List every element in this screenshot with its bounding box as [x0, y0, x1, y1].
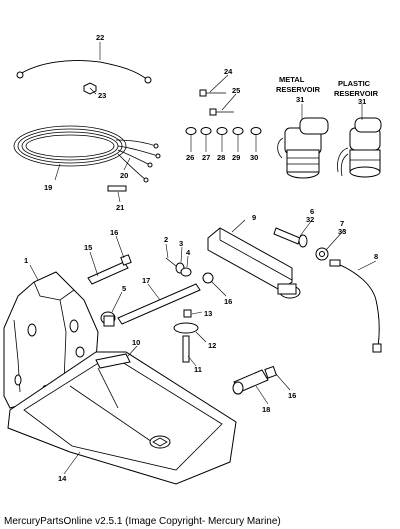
pin-part-2 [165, 257, 177, 267]
plastic-label-line1: PLASTIC [338, 79, 371, 88]
screw-part-24 [199, 89, 226, 97]
callout-11: 11 [194, 365, 202, 374]
washer-part-4 [180, 267, 192, 277]
callout-25: 25 [232, 86, 240, 95]
washer-part-12 [173, 322, 199, 334]
callout-27: 27 [202, 153, 210, 162]
wire-harness-part-19 [13, 125, 161, 183]
callout-7: 7 [340, 219, 344, 228]
metal-reservoir-pump [277, 117, 329, 179]
callout-17: 17 [142, 276, 150, 285]
callout-15: 15 [84, 243, 92, 252]
plastic-reservoir-num: 31 [358, 97, 366, 106]
callout-26: 26 [186, 153, 194, 162]
trim-plate-part-14 [7, 351, 237, 485]
nut-part-16-mid [202, 272, 214, 284]
callout-22: 22 [96, 33, 104, 42]
metal-label-line1: METAL [279, 75, 305, 84]
callout-30: 30 [250, 153, 258, 162]
link-arm-part-9 [207, 227, 301, 299]
callout-28: 28 [217, 153, 225, 162]
plate-part-10 [95, 353, 131, 369]
bolt-part-11 [182, 335, 190, 363]
callout-16-mid: 16 [224, 297, 232, 306]
callout-19: 19 [44, 183, 52, 192]
callout-3: 3 [179, 239, 183, 248]
parts-diagram: 22 23 24 25 26 27 28 29 30 19 20 21 9 6 … [3, 33, 382, 485]
hose-part-22 [16, 60, 152, 84]
callout-16-bottom: 16 [288, 391, 296, 400]
pin-part-6 [273, 227, 308, 248]
metal-label-line2: RESERVOIR [276, 85, 321, 94]
callout-1: 1 [24, 256, 28, 265]
plastic-label-line2: RESERVOIR [334, 89, 379, 98]
callout-24: 24 [224, 67, 233, 76]
rod-part-18 [232, 369, 269, 395]
callout-5: 5 [122, 284, 126, 293]
washers-parts-26-30 [185, 127, 262, 135]
nut-part-16-bottom [264, 365, 278, 379]
callout-16-top: 16 [110, 228, 118, 237]
callout-10: 10 [132, 338, 140, 347]
callout-9: 9 [252, 213, 256, 222]
callout-32: 32 [306, 215, 314, 224]
leader-lines [29, 42, 377, 475]
nut-part-7 [315, 247, 329, 261]
callout-20: 20 [120, 171, 128, 180]
cap-part-5 [100, 311, 116, 327]
callout-33: 33 [338, 227, 346, 236]
hose-part-8 [329, 259, 382, 353]
callout-8: 8 [374, 252, 378, 261]
callout-18: 18 [262, 405, 270, 414]
terminal-part-21 [107, 185, 127, 192]
callout-4: 4 [186, 248, 191, 257]
callout-13: 13 [204, 309, 212, 318]
plastic-reservoir-pump [337, 117, 382, 178]
callout-21: 21 [116, 203, 124, 212]
copyright-footer: MercuryPartsOnline v2.5.1 (Image Copyrig… [4, 516, 281, 527]
callout-6: 6 [310, 207, 314, 216]
callout-numbers: 22 23 24 25 26 27 28 29 30 19 20 21 9 6 … [24, 33, 378, 483]
screw-part-25 [209, 108, 234, 116]
pivot-rod-part-17 [117, 283, 201, 325]
rod-part-15 [87, 261, 129, 285]
callout-12: 12 [208, 341, 216, 350]
callout-23: 23 [98, 91, 106, 100]
callout-29: 29 [232, 153, 240, 162]
nut-part-16-top [120, 254, 132, 266]
metal-reservoir-num: 31 [296, 95, 304, 104]
reservoir-labels: METAL RESERVOIR 31 PLASTIC RESERVOIR 31 [276, 75, 379, 106]
nut-part-13 [183, 309, 192, 318]
callout-2: 2 [164, 235, 168, 244]
callout-14: 14 [58, 474, 67, 483]
